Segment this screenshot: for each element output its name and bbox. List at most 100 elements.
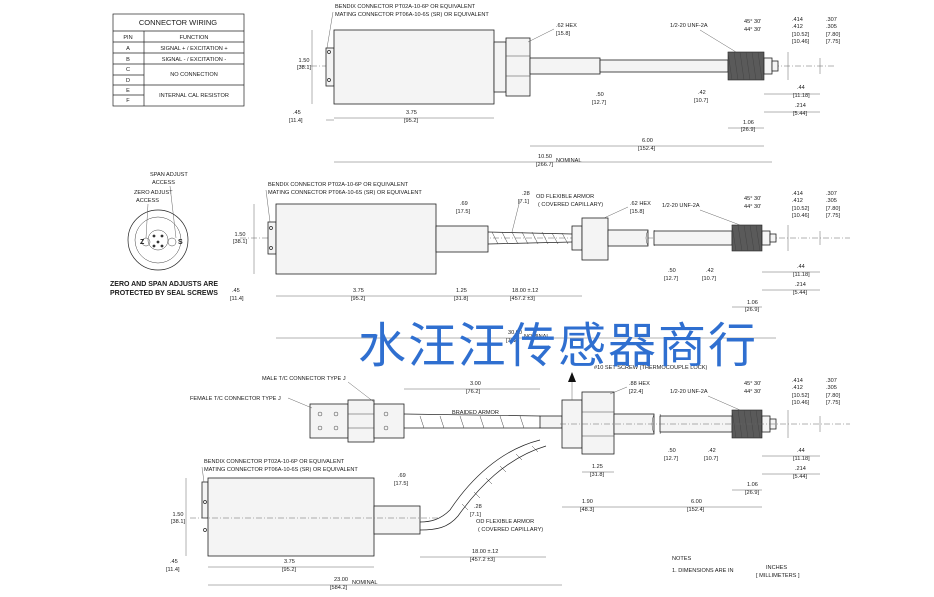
dim-text: .28 — [522, 191, 530, 197]
dim-text: .28 — [474, 504, 482, 510]
dim-text: [22.4] — [629, 389, 643, 395]
dim-text: .414 — [792, 17, 803, 23]
dim-text: 10.50 — [538, 154, 552, 160]
dim-text: .62 HEX — [630, 201, 651, 207]
watermark-text: 水汪汪传感器商行 — [358, 318, 758, 374]
dim-text: [38.1] — [233, 239, 247, 245]
seal-note: ZERO AND SPAN ADJUSTS ARE — [110, 281, 218, 288]
dim-text: [38.1] — [171, 519, 185, 525]
wiring-pin: B — [126, 57, 130, 63]
connector-note: MATING CONNECTOR PT06A-10-6S (SR) OR EQU… — [268, 190, 422, 196]
dim-text: [26.9] — [745, 307, 759, 313]
zero-adjust-label: ZERO ADJUST — [134, 190, 173, 196]
dim-text: .307 — [826, 378, 837, 384]
armor-note: OD FLEXIBLE ARMOR — [476, 519, 534, 525]
dim-text: 45° 30' — [744, 196, 761, 202]
dim-text: 1/2-20 UNF-2A — [662, 203, 700, 209]
zero-adjust-label: ACCESS — [136, 198, 159, 204]
connector-note: BENDIX CONNECTOR PT02A-10-6P OR EQUIVALE… — [335, 4, 476, 10]
dim-text: 1.06 — [743, 120, 754, 126]
dim-text: [7.80] — [826, 32, 840, 38]
dim-text: 23.00 — [334, 577, 348, 583]
dim-text: [95.2] — [282, 567, 296, 573]
dim-text: [7.80] — [826, 393, 840, 399]
dim-text: .305 — [826, 198, 837, 204]
thread-2 — [731, 224, 763, 252]
dim-text: [152.4] — [687, 507, 705, 513]
span-adjust-label: SPAN ADJUST — [150, 172, 188, 178]
dim-text: .42 — [698, 90, 706, 96]
notes-title: NOTES — [672, 556, 692, 562]
dim-text: .305 — [826, 385, 837, 391]
dim-text: [10.52] — [792, 393, 810, 399]
dim-text: NOMINAL — [524, 334, 550, 340]
dim-text: NOMINAL — [556, 158, 582, 164]
dim-text: 1.25 — [456, 288, 467, 294]
dim-text: [7.75] — [826, 400, 840, 406]
dim-text: [584.2] — [330, 585, 348, 591]
dim-text: [26.9] — [745, 490, 759, 496]
dim-text: 3.75 — [406, 110, 417, 116]
dim-text: [7.1] — [518, 199, 529, 205]
dim-text: 44° 30' — [744, 27, 761, 33]
notes-units: [ MILLIMETERS ] — [756, 573, 800, 579]
dim-text: 1.06 — [747, 482, 758, 488]
dim-text: [5.44] — [793, 290, 807, 296]
dim-text: [15.8] — [556, 31, 570, 37]
span-label: S — [178, 239, 183, 246]
wiring-function: NO CONNECTION — [170, 72, 218, 78]
dim-text: 1.06 — [747, 300, 758, 306]
wiring-header-function: FUNCTION — [180, 35, 209, 41]
dim-text: [7.75] — [826, 39, 840, 45]
dim-text: .214 — [795, 282, 806, 288]
dim-text: .44 — [797, 448, 805, 454]
dim-text: .50 — [596, 92, 604, 98]
dim-text: .414 — [792, 378, 803, 384]
dim-text: .44 — [797, 85, 805, 91]
dim-text: [5.44] — [793, 111, 807, 117]
dim-text: .412 — [792, 24, 803, 30]
dim-text: [76.2] — [466, 389, 480, 395]
dim-text: [7.75] — [826, 213, 840, 219]
notes-block: NOTES 1. DIMENSIONS ARE IN INCHES [ MILL… — [672, 556, 800, 579]
dim-text: [38.1] — [297, 65, 311, 71]
wiring-pin: E — [126, 88, 130, 94]
view-1-transducer: BENDIX CONNECTOR PT02A-10-6P OR EQUIVALE… — [289, 4, 840, 168]
connector-note: MATING CONNECTOR PT06A-10-6S (SR) OR EQU… — [335, 12, 489, 18]
dim-text: [11.4] — [166, 567, 180, 573]
view-3-transducer: MALE T/C CONNECTOR TYPE J FEMALE T/C CON… — [166, 365, 850, 591]
dim-text: [26.9] — [741, 127, 755, 133]
span-adjust-label: ACCESS — [152, 180, 175, 186]
dim-text: [457.2 ±3] — [510, 296, 535, 302]
dim-text: [48.3] — [580, 507, 594, 513]
dim-text: .412 — [792, 385, 803, 391]
dim-text: [11.18] — [793, 456, 810, 462]
dim-text: [12.7] — [592, 100, 606, 106]
braided-armor-label: BRAIDED ARMOR — [452, 410, 499, 416]
set-screw-label: #10 SET SCREW (THERMOCOUPLE LOCK) — [594, 365, 707, 371]
armor-note: ( COVERED CAPILLARY) — [538, 202, 603, 208]
dim-text: .45 — [170, 559, 178, 565]
wiring-pin: A — [126, 46, 130, 52]
connector-note: BENDIX CONNECTOR PT02A-10-6P OR EQUIVALE… — [204, 459, 345, 465]
dim-text: 44° 30' — [744, 204, 761, 210]
seal-note: PROTECTED BY SEAL SCREWS — [110, 290, 218, 297]
dim-text: [762] — [506, 338, 519, 344]
dim-text: 44° 30' — [744, 389, 761, 395]
dim-text: .307 — [826, 17, 837, 23]
dim-text: [17.5] — [394, 481, 408, 487]
dim-text: .88 HEX — [629, 381, 650, 387]
dim-text: 1.50 — [299, 58, 310, 64]
dim-text: [10.7] — [694, 98, 708, 104]
dim-text: 18.00 ±.12 — [512, 288, 538, 294]
male-connector-label: MALE T/C CONNECTOR TYPE J — [262, 376, 346, 382]
dim-text: 1.90 — [582, 499, 593, 505]
dim-text: .44 — [797, 264, 805, 270]
dim-text: [11.18] — [793, 93, 810, 99]
dim-text: .214 — [795, 103, 806, 109]
dim-text: 3.00 — [470, 381, 481, 387]
dim-text: [15.8] — [630, 209, 644, 215]
dim-text: [95.2] — [351, 296, 365, 302]
dim-text: NOMINAL — [352, 580, 378, 586]
